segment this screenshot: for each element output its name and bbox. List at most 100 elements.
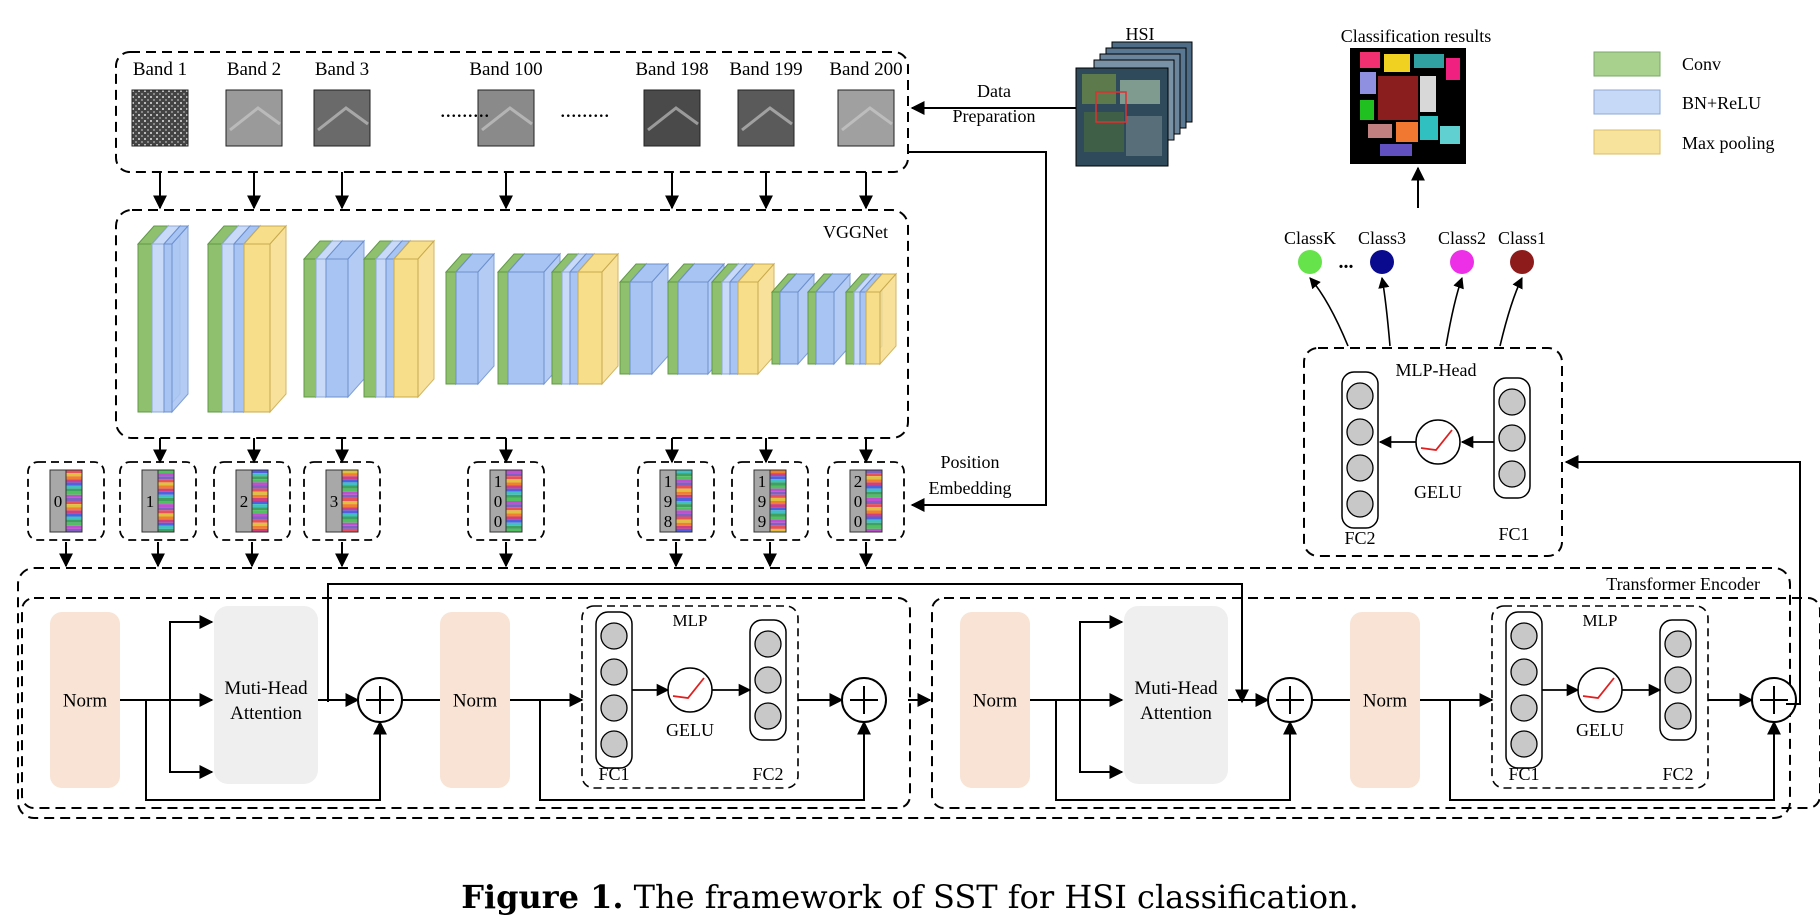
feature-stripe xyxy=(676,491,692,495)
norm-box xyxy=(50,612,120,788)
feature-stripe xyxy=(252,525,268,529)
feature-stripe xyxy=(866,510,882,514)
vgg-slab xyxy=(392,239,436,399)
attention-box xyxy=(214,606,318,784)
feature-stripe xyxy=(676,485,692,489)
feature-stripe xyxy=(770,485,786,489)
encoder-to-head-arrow xyxy=(1564,455,1801,705)
feature-stripe xyxy=(866,497,882,501)
class-label: ClassK xyxy=(1284,228,1336,248)
gelu-icon xyxy=(667,667,713,713)
head-gelu-label: GELU xyxy=(1414,482,1462,502)
band-label: Band 198 xyxy=(635,59,708,80)
legend-conv-label: Conv xyxy=(1682,54,1721,74)
feature-stripe xyxy=(506,501,522,505)
feature-stripe xyxy=(158,519,174,523)
caption-text: The framework of SST for HSI classificat… xyxy=(623,878,1358,916)
feature-stripe xyxy=(158,485,174,489)
feature-stripe xyxy=(342,476,358,480)
feature-stripe xyxy=(158,482,174,486)
feature-stripe xyxy=(770,528,786,532)
feature-stripe xyxy=(66,510,82,514)
neuron xyxy=(1346,418,1374,446)
feature-stripe xyxy=(66,513,82,517)
gelu-label: GELU xyxy=(666,720,714,740)
feature-stripe xyxy=(158,501,174,505)
neuron xyxy=(754,630,782,658)
feature-stripe xyxy=(866,516,882,520)
feature-stripe xyxy=(506,522,522,526)
band-5: Band 198 xyxy=(635,59,709,147)
feature-stripe xyxy=(770,516,786,520)
head-fc1-label: FC1 xyxy=(1498,524,1529,544)
feature-stripe xyxy=(866,501,882,505)
vgg-slab xyxy=(162,224,190,414)
feature-stripe xyxy=(342,470,358,474)
feature-stripe xyxy=(506,479,522,483)
head-fc2-label: FC2 xyxy=(1344,528,1375,548)
feature-stripe xyxy=(252,507,268,511)
fc2-column xyxy=(749,619,787,741)
token-index: 3 xyxy=(330,492,339,511)
norm-box xyxy=(1350,612,1420,788)
class-arrow xyxy=(1499,276,1523,347)
feature-stripe xyxy=(770,470,786,474)
encoder-block-box xyxy=(21,597,911,809)
feature-stripe xyxy=(506,476,522,480)
feature-stripe xyxy=(158,497,174,501)
band-1: Band 1 xyxy=(131,59,189,147)
feature-stripe xyxy=(866,473,882,477)
feature-stripe xyxy=(66,528,82,532)
class-node xyxy=(1298,250,1322,274)
feature-stripe xyxy=(770,488,786,492)
vggnet-layers xyxy=(136,224,898,414)
vgg-slab xyxy=(454,252,496,386)
class-arrow xyxy=(1378,276,1391,347)
feature-stripe xyxy=(158,513,174,517)
feature-stripe xyxy=(66,504,82,508)
hsi-cube xyxy=(1075,41,1193,167)
neuron xyxy=(1664,702,1692,730)
feature-stripe xyxy=(866,482,882,486)
feature-stripe xyxy=(770,501,786,505)
feature-stripe xyxy=(866,470,882,474)
feature-stripe xyxy=(676,470,692,474)
feature-stripe xyxy=(342,473,358,477)
feature-stripe xyxy=(506,473,522,477)
feature-stripe xyxy=(866,488,882,492)
feature-stripe xyxy=(252,485,268,489)
legend-max-pooling-swatch xyxy=(1593,129,1661,155)
feature-stripe xyxy=(252,494,268,498)
column-arrows xyxy=(59,172,873,568)
neuron xyxy=(1346,382,1374,410)
band-group-box xyxy=(115,51,909,173)
feature-stripe xyxy=(770,507,786,511)
vggnet-label: VGGNet xyxy=(823,222,888,242)
band-label: Band 2 xyxy=(227,59,281,80)
feature-stripe xyxy=(506,525,522,529)
feature-stripe xyxy=(770,479,786,483)
feature-stripe xyxy=(866,504,882,508)
neuron xyxy=(1510,658,1538,686)
feature-stripe xyxy=(252,519,268,523)
feature-stripe xyxy=(66,494,82,498)
vgg-slab xyxy=(576,252,620,386)
class-node xyxy=(1450,250,1474,274)
gelu-label: GELU xyxy=(1576,720,1624,740)
head-gelu-icon xyxy=(1415,419,1461,465)
fc1-column xyxy=(595,611,633,769)
feature-stripe xyxy=(66,470,82,474)
band-ellipsis-right: ......... xyxy=(560,97,610,122)
feature-stripe xyxy=(252,473,268,477)
token-box xyxy=(27,461,105,541)
feature-stripe xyxy=(342,516,358,520)
feature-stripe xyxy=(676,510,692,514)
feature-stripe xyxy=(342,488,358,492)
